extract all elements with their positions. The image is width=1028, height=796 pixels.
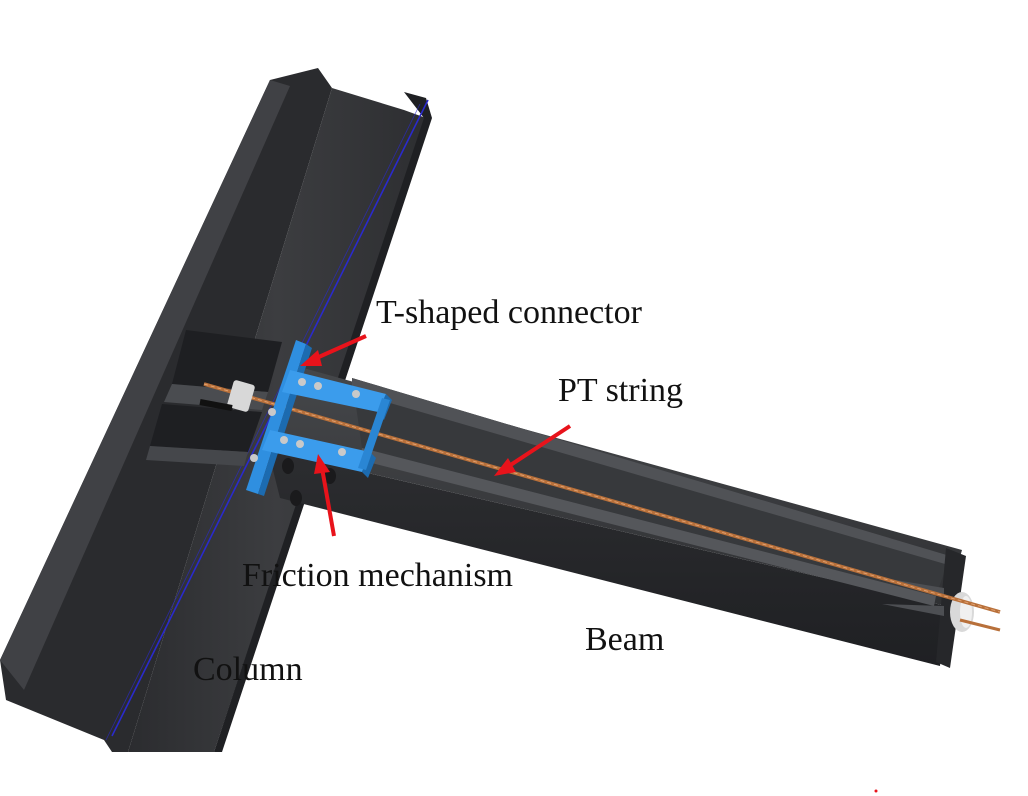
beam-upper-wall — [352, 378, 952, 566]
label-pt-string: PT string — [558, 372, 684, 409]
t-shaped-connector — [246, 340, 392, 506]
column-stiffener-upper — [172, 330, 282, 392]
beam-lower-lip — [360, 448, 936, 606]
label-friction-mechanism: Friction mechanism — [242, 557, 514, 594]
red-arrow-icon — [300, 334, 367, 366]
connector-bolts — [250, 378, 360, 462]
pt-left-anchor — [227, 380, 255, 412]
red-arrow-icon — [314, 454, 336, 537]
pt-string — [199, 380, 1001, 632]
beam-front-face — [268, 450, 946, 666]
connector-upper-flange — [282, 370, 386, 412]
column-stiffener-lower-face — [146, 446, 248, 466]
connector-lower-flange — [262, 430, 370, 472]
column-left-lip — [0, 80, 290, 690]
label-column: Column — [193, 651, 303, 688]
marker-dot — [874, 789, 878, 793]
beam-end-stiffener-lower — [882, 604, 944, 616]
annotation-arrows — [300, 334, 572, 537]
red-arrow-icon — [494, 424, 572, 476]
beam-member — [268, 366, 974, 668]
label-t-shaped-connector: T-shaped connector — [376, 294, 642, 331]
label-beam: Beam — [585, 621, 665, 658]
column-stiffener-lower — [150, 404, 262, 452]
